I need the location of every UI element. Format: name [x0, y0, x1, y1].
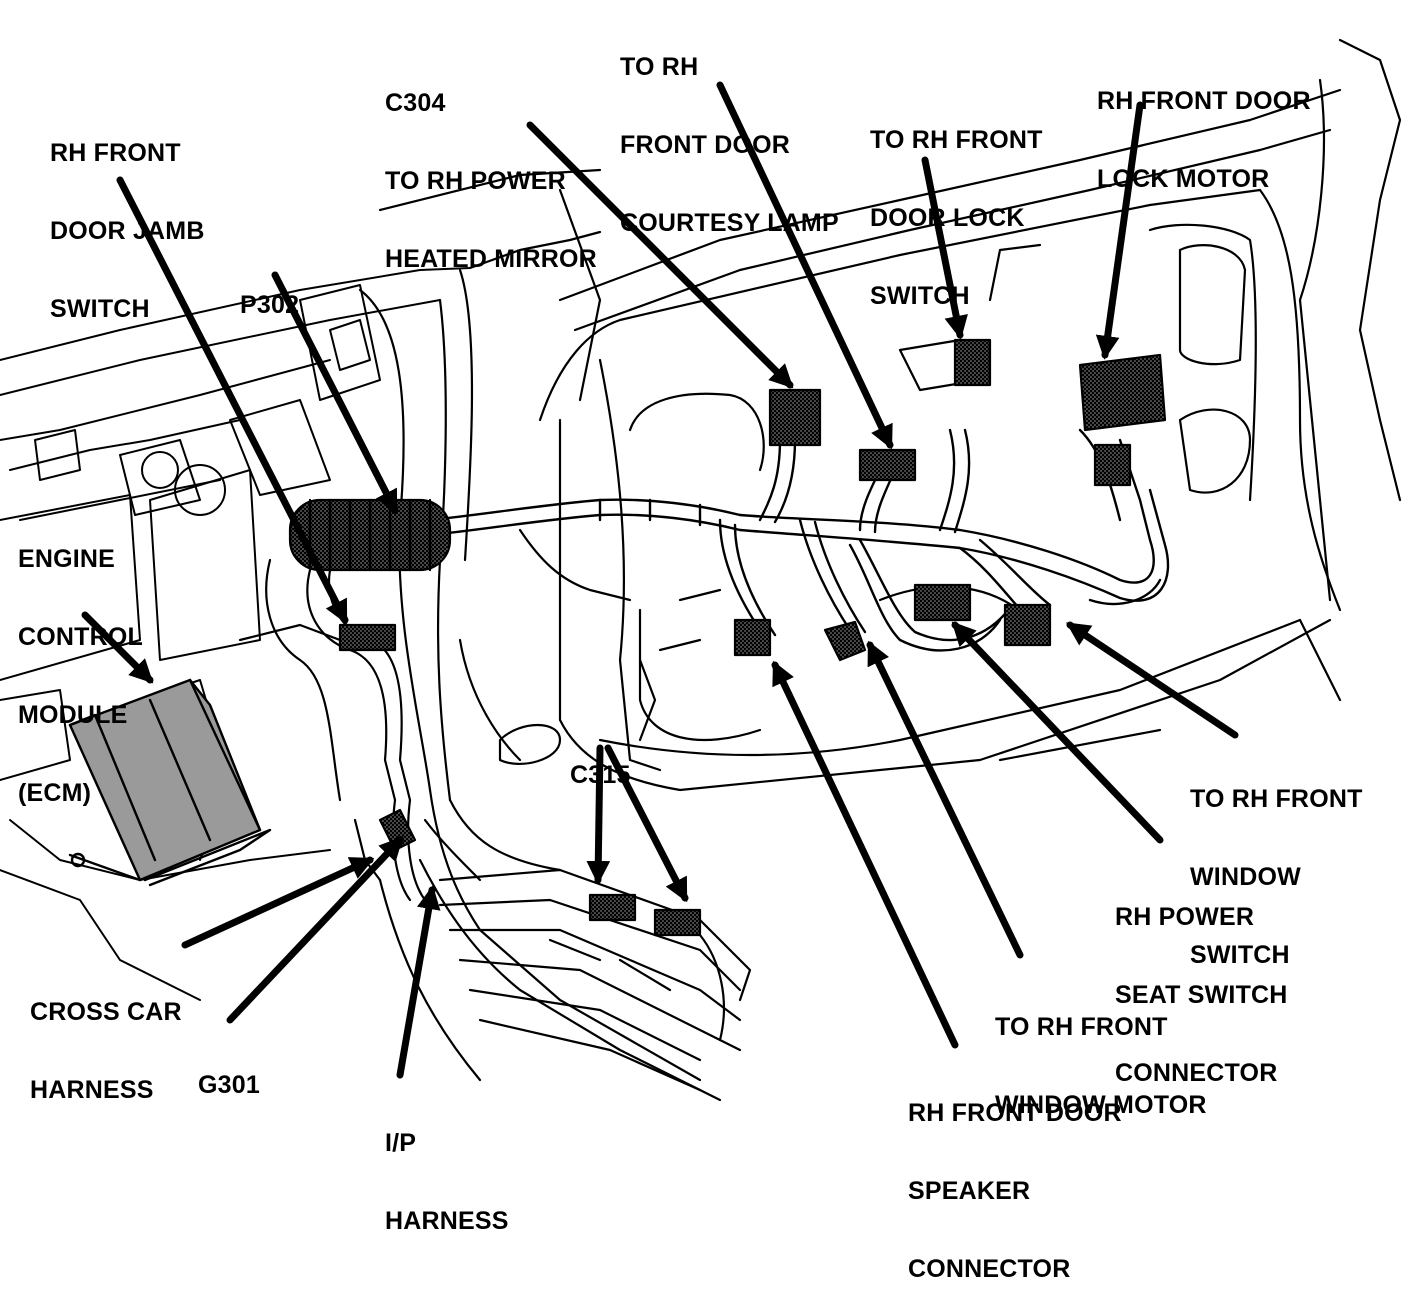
leader-arrows [81, 81, 1239, 1079]
lock-switch-connector [953, 338, 992, 387]
harness-bundle [428, 428, 1170, 652]
label-ecm: ENGINE CONTROL MODULE (ECM) [18, 545, 143, 807]
label-g301: G301 [198, 1071, 260, 1099]
mirror-connector [768, 388, 822, 447]
wiring-diagram: RH FRONT DOOR JAMB SWITCH C304 TO RH POW… [0, 38, 1402, 1282]
label-window-switch: TO RH FRONT WINDOW SWITCH [1190, 785, 1363, 969]
label-window-motor: TO RH FRONT WINDOW MOTOR [995, 1013, 1207, 1119]
courtesy-lamp-connector [858, 448, 917, 482]
p302-grommet [288, 498, 452, 572]
label-door-lock-switch: TO RH FRONT DOOR LOCK SWITCH [870, 126, 1043, 310]
label-c304-heated-mirror: C304 TO RH POWER HEATED MIRROR [385, 89, 597, 273]
label-ip-harness: I/P HARNESS [385, 1129, 509, 1235]
connectors [733, 338, 1167, 662]
label-speaker-connector: RH FRONT DOOR SPEAKER CONNECTOR [908, 1099, 1122, 1283]
label-courtesy-lamp: TO RH FRONT DOOR COURTESY LAMP [620, 53, 839, 237]
label-c315: C315 [570, 761, 631, 789]
ecm-module [68, 678, 272, 887]
label-p302: P302 [240, 291, 300, 319]
label-seat-switch-connector: RH POWER SEAT SWITCH CONNECTOR [1115, 903, 1288, 1087]
label-door-lock-motor: RH FRONT DOOR LOCK MOTOR [1097, 87, 1311, 193]
sill-plate [438, 868, 752, 1092]
label-cross-car-harness: CROSS CAR HARNESS [30, 998, 182, 1104]
window-switch-connector [1003, 603, 1052, 647]
label-rh-front-door-jamb-switch: RH FRONT DOOR JAMB SWITCH [50, 139, 205, 323]
lock-motor [1078, 353, 1167, 432]
door-inner-panel [458, 38, 1402, 792]
window-motor-connector [823, 620, 867, 662]
cowl-harness [238, 558, 482, 902]
speaker-connector [733, 618, 772, 657]
door-harness-illustration [0, 38, 1402, 1102]
seat-switch-connector [913, 583, 972, 622]
